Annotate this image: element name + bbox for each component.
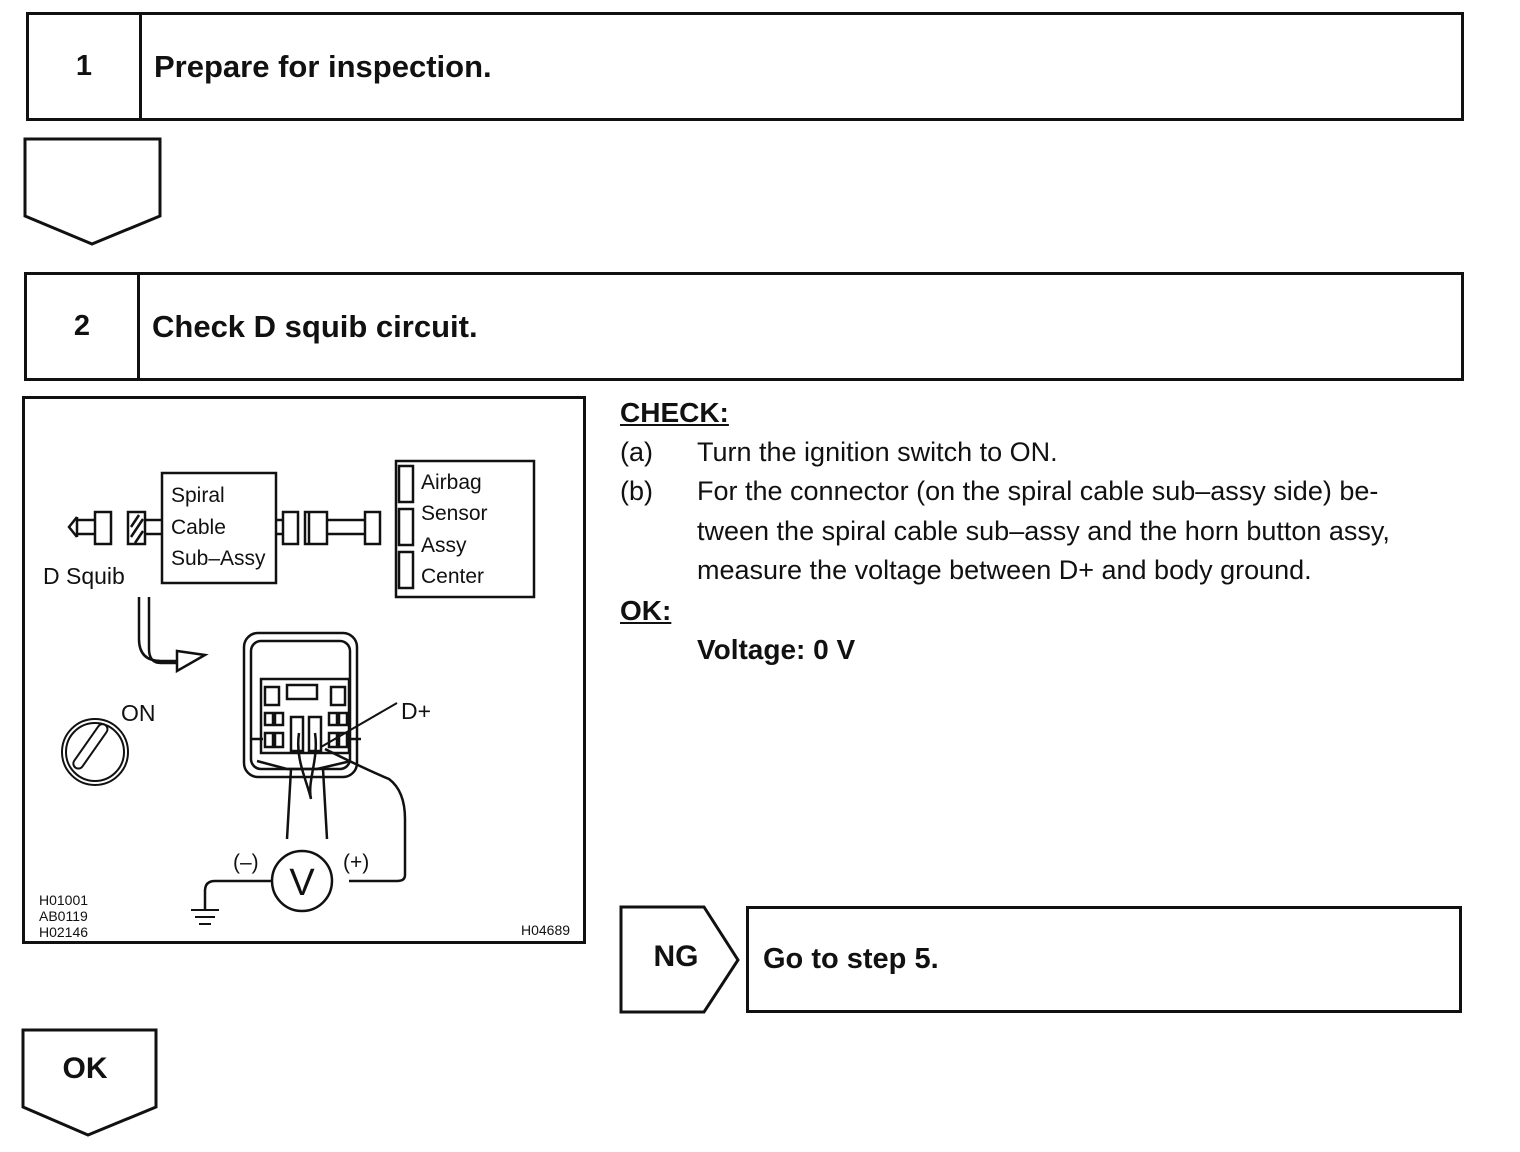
airbag-label-3: Assy (421, 534, 467, 557)
figure-code-left-1: H01001 (39, 892, 88, 908)
airbag-label-2: Sensor (421, 502, 488, 525)
minus-label: (–) (233, 851, 259, 874)
airbag-label-1: Airbag (421, 471, 482, 494)
figure-code-left-3: H02146 (39, 924, 88, 940)
step-1-header: 1 Prepare for inspection. (26, 12, 1464, 121)
check-item-b-label: (b) (620, 476, 653, 506)
check-item-a-text: Turn the ignition switch to ON. (697, 436, 1058, 467)
ignition-switch-icon (61, 718, 129, 786)
dplus-label: D+ (401, 698, 431, 724)
spiral-cable-box (160, 471, 278, 585)
check-section: CHECK: (a) Turn the ignition switch to O… (620, 393, 1470, 670)
spiral-label-2: Cable (171, 516, 226, 539)
airbag-sensor-terminals (397, 464, 415, 590)
airbag-sensor-box (394, 459, 536, 599)
step-1-title: Prepare for inspection. (154, 48, 492, 84)
ground-icon (191, 909, 219, 925)
ng-action: Go to step 5. (746, 906, 1462, 1013)
dplus-leader (320, 702, 398, 748)
airbag-label-4: Center (421, 565, 484, 588)
horn-connector (242, 631, 361, 840)
d-squib-label: D Squib (43, 563, 125, 589)
ok-label: OK (62, 1052, 108, 1085)
step-2-header: 2 Check D squib circuit. (24, 272, 1464, 381)
step-2-number: 2 (27, 275, 140, 378)
curved-arrow-icon (137, 597, 209, 674)
figure-code-left-2: AB0119 (39, 908, 88, 924)
on-label: ON (121, 700, 156, 726)
ok-heading: OK: (620, 594, 672, 626)
down-arrow-step-1 (23, 137, 162, 246)
step-1-number: 1 (29, 15, 142, 118)
check-item-b-line-2: tween the spiral cable sub–assy and the … (697, 515, 1390, 546)
ground-lead (203, 879, 272, 909)
step-2-title: Check D squib circuit. (152, 308, 478, 344)
check-heading: CHECK: (620, 397, 729, 428)
voltmeter-label: V (289, 862, 315, 904)
wiring-diagram: D Squib Spiral Cable Sub–Assy Airbag Sen… (22, 396, 586, 944)
check-item-a: (a) Turn the ignition switch to ON. (620, 433, 1470, 473)
ng-label: NG (653, 940, 699, 973)
check-item-a-label: (a) (620, 436, 653, 467)
ok-value: Voltage: 0 V (697, 634, 856, 665)
spiral-label-3: Sub–Assy (171, 547, 266, 570)
ng-arrow (619, 905, 740, 1014)
spiral-label-1: Spiral (171, 484, 225, 507)
figure-code-right: H04689 (521, 922, 570, 938)
ok-down-arrow (21, 1028, 158, 1137)
connector-harness (276, 510, 382, 546)
check-item-b: (b) For the connector (on the spiral cab… (620, 472, 1470, 591)
d-squib-connector (67, 510, 161, 546)
positive-lead (324, 747, 407, 883)
check-item-b-line-1: For the connector (on the spiral cable s… (697, 476, 1379, 506)
plus-label: (+) (343, 851, 369, 874)
check-item-b-line-3: measure the voltage between D+ and body … (697, 555, 1312, 585)
